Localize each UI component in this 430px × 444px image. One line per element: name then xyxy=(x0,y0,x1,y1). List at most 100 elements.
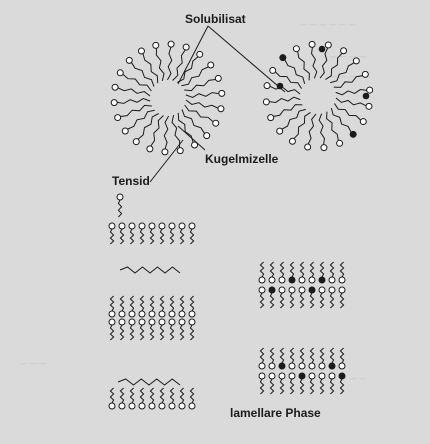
surfactant-molecule-icon xyxy=(138,48,157,83)
surfactant-molecule-icon xyxy=(329,287,335,308)
surfactant-molecule-icon xyxy=(319,373,325,394)
surfactant-molecule-icon xyxy=(112,84,150,96)
surfactant-molecule-icon xyxy=(289,112,310,144)
surfactant-molecule-icon xyxy=(329,348,335,369)
surfactant-molecule-icon xyxy=(179,296,185,317)
surfactant-molecule-icon xyxy=(119,296,125,317)
disordered-chain xyxy=(118,379,180,385)
surfactant-molecule-icon xyxy=(305,114,316,150)
solubilizate-dot-icon xyxy=(363,93,370,100)
label-lamellare-phase: lamellare Phase xyxy=(230,406,321,420)
surfactant-molecule-icon xyxy=(159,296,165,317)
surfactant-molecule-icon xyxy=(159,319,165,340)
label-solubilisat: Solubilisat xyxy=(185,12,246,26)
surfactant-molecule-icon xyxy=(182,109,210,138)
surfactant-molecule-icon xyxy=(149,388,155,409)
surfactant-molecule-icon xyxy=(289,287,295,308)
surfactant-molecule-icon xyxy=(172,115,183,153)
surfactant-molecule-icon xyxy=(259,262,265,283)
surfactant-molecule-icon xyxy=(159,388,165,409)
surfactant-molecule-icon xyxy=(109,223,115,244)
surfactant-molecule-icon xyxy=(329,262,335,283)
label-tensid: Tensid xyxy=(112,174,150,188)
surfactant-molecule-icon xyxy=(117,70,151,91)
surfactant-molecule-icon xyxy=(309,287,315,308)
surfactant-molecule-icon xyxy=(117,194,123,217)
surfactant-molecule-icon xyxy=(339,287,345,308)
surfactant-molecule-icon xyxy=(179,388,185,409)
surfactant-molecule-icon xyxy=(126,57,154,86)
surfactant-molecule-icon xyxy=(147,115,164,151)
surfactant-molecule-icon xyxy=(169,388,175,409)
surfactant-molecule-icon xyxy=(129,388,135,409)
surfactant-molecule-icon xyxy=(309,373,315,394)
surfactant-molecule-icon xyxy=(289,262,295,283)
surfactant-molecule-icon xyxy=(269,373,275,394)
surfactant-molecule-icon xyxy=(309,348,315,369)
surfactant-molecule-icon xyxy=(319,348,325,369)
surfactant-molecule-icon xyxy=(185,105,219,126)
surfactant-molecule-icon xyxy=(279,262,285,283)
surfactant-molecule-icon xyxy=(129,319,135,340)
surfactant-molecule-icon xyxy=(269,287,275,308)
surfactant-molecule-icon xyxy=(293,46,309,81)
surfactant-molecule-icon xyxy=(299,287,305,308)
surfactant-molecule-icon xyxy=(289,348,295,369)
surfactant-molecule-icon xyxy=(153,42,164,80)
surfactant-molecule-icon xyxy=(259,348,265,369)
surfactant-molecule-icon xyxy=(184,75,221,90)
surfactant-molecule-icon xyxy=(149,296,155,317)
solubilisat-connector-right xyxy=(208,26,285,92)
surfactant-molecule-icon xyxy=(309,262,315,283)
surfactant-molecule-icon xyxy=(270,67,302,88)
surfactant-molecule-icon xyxy=(259,287,265,308)
surfactant-molecule-icon xyxy=(309,41,317,78)
surfactant-molecule-icon xyxy=(189,319,195,340)
surfactant-molecule-icon xyxy=(115,105,152,120)
surfactant-molecule-icon xyxy=(159,223,165,244)
surfactant-molecule-icon xyxy=(169,319,175,340)
surfactant-molecule-icon xyxy=(189,223,195,244)
disordered-chain xyxy=(120,267,180,273)
surfactant-molecule-icon xyxy=(334,103,366,124)
surfactant-molecule-icon xyxy=(169,223,175,244)
surfactant-molecule-icon xyxy=(325,48,346,80)
surfactant-molecule-icon xyxy=(334,71,369,87)
surfactant-molecule-icon xyxy=(279,348,285,369)
surfactant-molecule-icon xyxy=(139,296,145,317)
surfactant-molecule-icon xyxy=(179,223,185,244)
surfactant-molecule-icon xyxy=(181,62,213,86)
surfactant-molecule-icon xyxy=(109,388,115,409)
surfactant-molecule-icon xyxy=(186,100,224,112)
surfactant-molecule-icon xyxy=(299,262,305,283)
surfactant-molecule-icon xyxy=(139,223,145,244)
surfactant-molecule-icon xyxy=(149,319,155,340)
surfactant-molecule-icon xyxy=(339,348,345,369)
solubilisat-connector-left xyxy=(178,26,208,84)
surfactant-molecule-icon xyxy=(327,112,343,147)
surfactant-molecule-icon xyxy=(139,388,145,409)
surfactant-molecule-icon xyxy=(169,296,175,317)
surfactant-molecule-icon xyxy=(119,319,125,340)
surfactant-molecule-icon xyxy=(336,98,372,109)
surfactant-molecule-icon xyxy=(129,223,135,244)
tensid-connector xyxy=(150,140,183,182)
surfactant-molecule-icon xyxy=(109,296,115,317)
label-kugelmizelle: Kugelmizelle xyxy=(205,152,278,166)
surfactant-molecule-icon xyxy=(319,287,325,308)
surfactant-molecule-icon xyxy=(189,296,195,317)
surfactant-molecule-icon xyxy=(259,373,265,394)
surfactant-molecule-icon xyxy=(111,99,150,106)
surfactant-molecule-icon xyxy=(319,262,325,283)
surfactant-molecule-icon xyxy=(179,319,185,340)
surfactant-molecule-icon xyxy=(269,262,275,283)
surfactant-molecule-icon xyxy=(299,348,305,369)
surfactant-molecule-icon xyxy=(329,373,335,394)
molecule-layer xyxy=(109,41,373,409)
surfactant-molecule-icon xyxy=(149,223,155,244)
surfactant-molecule-icon xyxy=(279,287,285,308)
surfactant-molecule-icon xyxy=(167,41,174,80)
solubilizate-dot-icon xyxy=(319,46,326,53)
